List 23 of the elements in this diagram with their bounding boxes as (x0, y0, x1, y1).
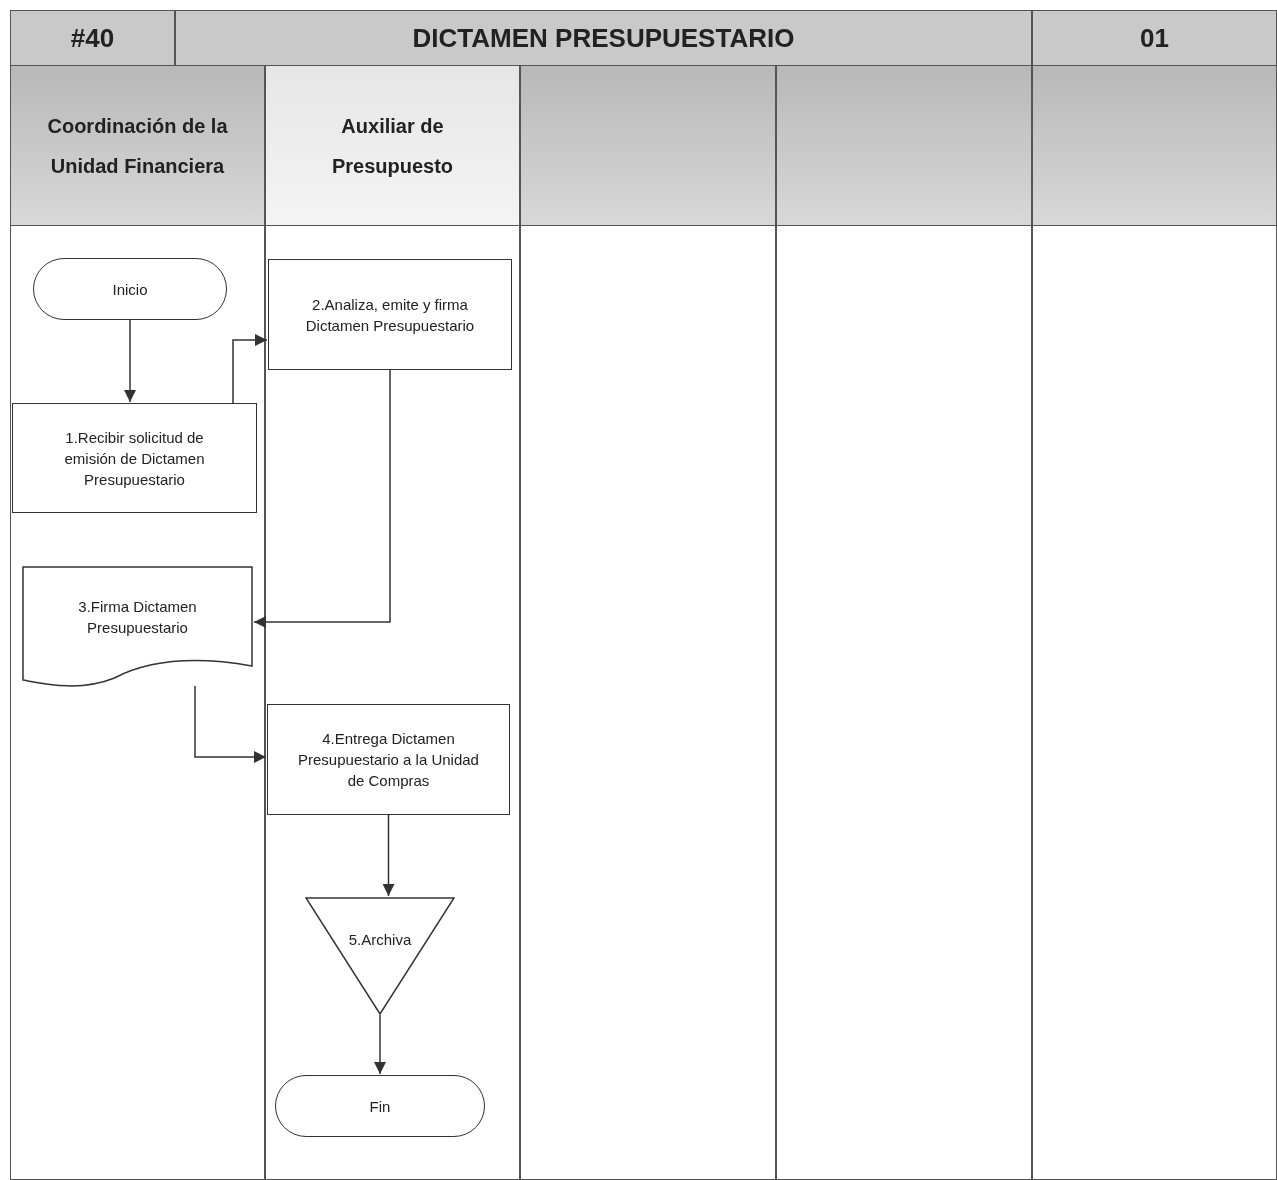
document-shape: 3.Firma Dictamen Presupuestario (22, 566, 253, 690)
arrow (124, 319, 136, 403)
process-box: 4.Entrega Dictamen Presupuestario a la Unidad de Compras (267, 704, 510, 815)
lane-header: Auxiliar de Presupuesto (266, 66, 519, 226)
process-box: 1.Recibir solicitud de emisión de Dictamen Presupuestario (12, 403, 257, 513)
swimlane (265, 65, 520, 1180)
arrow (253, 369, 391, 628)
archive-triangle: 5.Archiva (305, 897, 455, 1015)
swimlane (776, 65, 1032, 1180)
arrow (382, 814, 395, 897)
form-number: #40 (10, 10, 175, 66)
swimlane (1032, 65, 1277, 1180)
arrow (232, 334, 268, 404)
swimlane (10, 65, 265, 1180)
arrow (374, 1014, 386, 1075)
arrow (194, 685, 267, 763)
page-title: DICTAMEN PRESUPUESTARIO (175, 10, 1032, 66)
swimlane (520, 65, 776, 1180)
terminator-pill: Inicio (33, 258, 227, 320)
process-box: 2.Analiza, emite y firma Dictamen Presupuestario (268, 259, 512, 370)
terminator-pill: Fin (275, 1075, 485, 1137)
page-number: 01 (1032, 10, 1277, 66)
lane-header: Coordinación de la Unidad Financiera (11, 66, 264, 226)
